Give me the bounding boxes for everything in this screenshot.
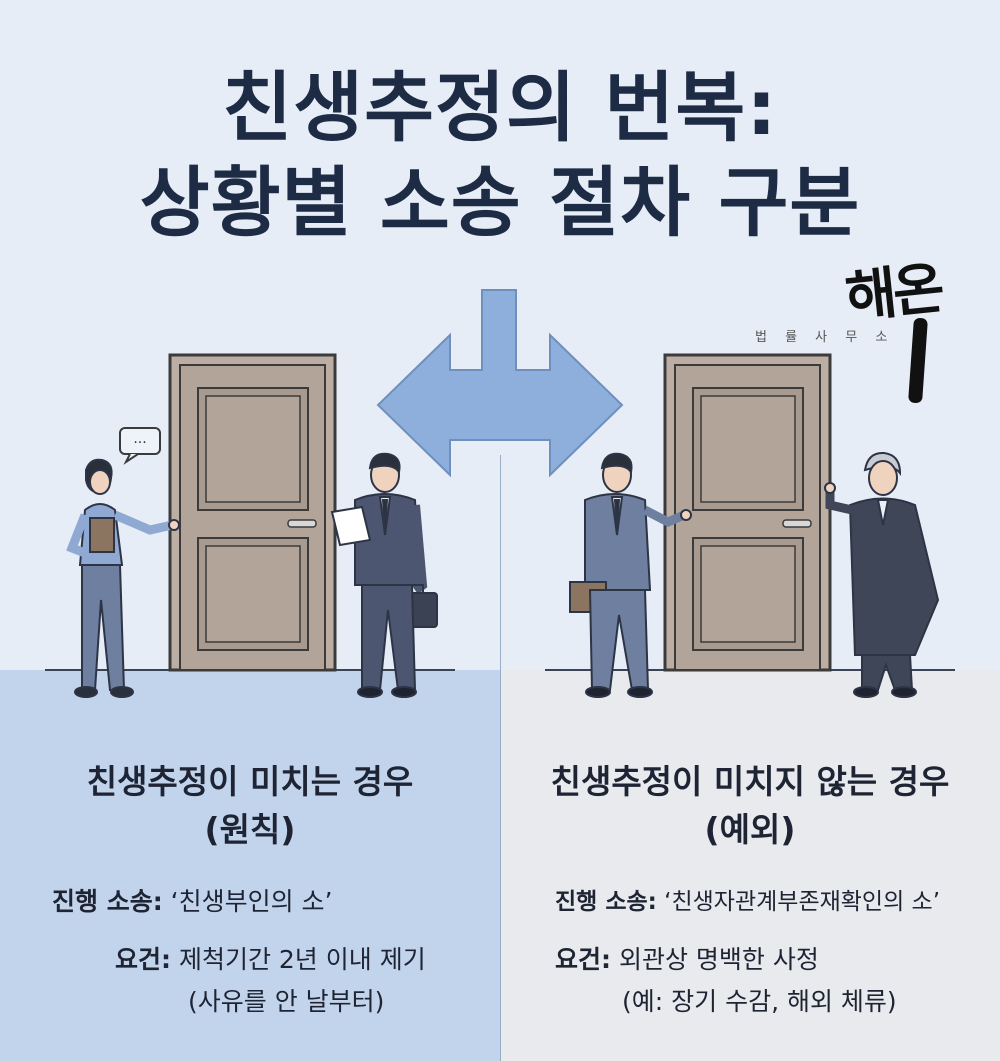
illustration-scene: ··· — [45, 289, 955, 698]
left-lawsuit-label: 진행 소송: — [52, 887, 163, 916]
right-lawsuit-label: 진행 소송: — [555, 889, 657, 915]
man-with-document-icon — [330, 452, 438, 698]
right-lawsuit-row: 진행 소송: ‘친생자관계부존재확인의 소’ — [555, 882, 940, 916]
split-arrow-icon — [376, 289, 624, 478]
judge-figure-icon — [824, 451, 940, 698]
left-requirement-value: 제척기간 2년 이내 제기 — [178, 945, 426, 974]
right-requirement-value: 외관상 명백한 사정 — [618, 945, 819, 974]
left-heading-line-2: (원칙) — [204, 809, 296, 849]
left-heading: 친생추정이 미치는 경우 (원칙) — [0, 758, 500, 854]
left-lawsuit-value: ‘친생부인의 소’ — [170, 887, 333, 916]
speech-bubble-text: ··· — [133, 435, 146, 451]
page-title-line-1: 친생추정의 번복: — [222, 63, 778, 152]
logo-subtitle: 법 률 사 무 소 — [755, 330, 895, 345]
right-heading: 친생추정이 미치지 않는 경우 (예외) — [500, 758, 1000, 854]
left-requirement-label: 요건: — [115, 945, 171, 974]
left-lawsuit-row: 진행 소송: ‘친생부인의 소’ — [52, 882, 333, 918]
center-divider — [500, 455, 501, 1061]
right-lawsuit-value: ‘친생자관계부존재확인의 소’ — [664, 889, 941, 915]
right-requirement-note: (예: 장기 수감, 해외 체류) — [622, 987, 897, 1016]
right-heading-line-2: (예외) — [704, 809, 796, 849]
page-title-line-2: 상황별 소송 절차 구분 — [139, 158, 861, 247]
right-panel-background — [500, 670, 1000, 1061]
left-panel-background — [0, 670, 500, 1061]
left-requirement-note: (사유를 안 날부터) — [188, 987, 385, 1016]
right-heading-line-1: 친생추정이 미치지 않는 경우 — [550, 762, 950, 801]
right-requirement-row: 요건: 외관상 명백한 사정 — [555, 940, 819, 976]
left-heading-line-1: 친생추정이 미치는 경우 — [86, 762, 414, 801]
left-requirement-row: 요건: 제척기간 2년 이내 제기 — [115, 940, 426, 976]
left-door-icon — [168, 353, 337, 672]
woman-figure-icon — [66, 458, 180, 698]
right-requirement-label: 요건: — [555, 945, 611, 974]
lawyer-figure-icon — [569, 452, 692, 698]
speech-bubble-icon: ··· — [119, 427, 161, 465]
right-door-icon — [663, 353, 832, 672]
law-firm-logo: 해온 법 률 사 무 소 — [755, 248, 995, 408]
